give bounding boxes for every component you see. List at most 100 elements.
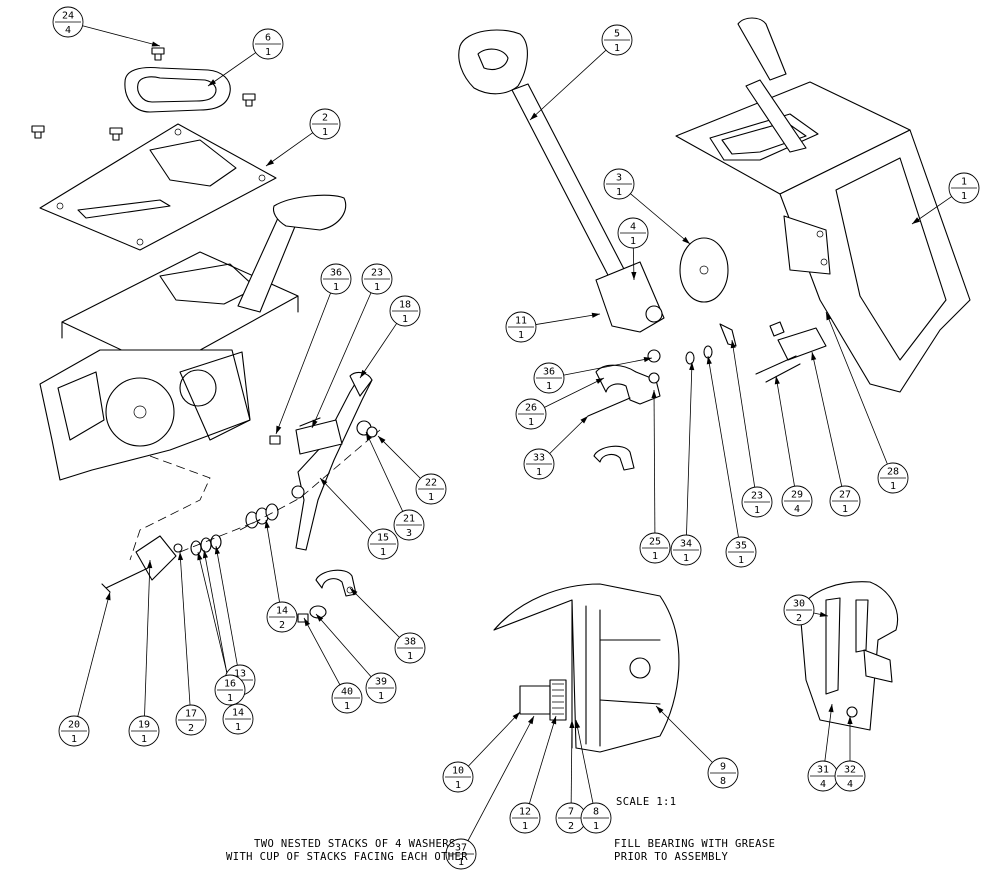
balloon-item-number: 23 — [371, 268, 383, 279]
balloon-item-number: 17 — [185, 709, 197, 720]
item-balloon: 21 — [309, 108, 341, 140]
item-balloon: 161 — [214, 674, 246, 706]
leader-line — [824, 703, 833, 762]
balloon-item-number: 32 — [844, 765, 856, 776]
item-balloon: 244 — [52, 6, 84, 38]
pivot-block-part — [101, 535, 177, 593]
leader-line — [377, 435, 421, 479]
balloon-quantity: 1 — [378, 691, 384, 702]
item-balloons: 2446121361231181221213151142132161172141… — [52, 6, 980, 870]
balloon-quantity: 1 — [374, 282, 380, 293]
balloon-item-number: 12 — [519, 807, 531, 818]
gate-gasket-part — [124, 66, 231, 113]
scale-note: SCALE 1:1 — [616, 796, 677, 808]
leader-arrowhead — [202, 550, 209, 559]
leader-arrowhead — [706, 356, 712, 365]
balloon-item-number: 40 — [341, 687, 353, 698]
leader-arrowhead — [656, 706, 664, 714]
balloon-item-number: 25 — [649, 537, 661, 548]
balloon-quantity: 1 — [616, 187, 622, 198]
balloon-item-number: 15 — [377, 533, 389, 544]
leader-arrowhead — [208, 79, 217, 86]
balloon-item-number: 3 — [616, 173, 622, 184]
balloon-item-number: 7 — [568, 807, 574, 818]
balloon-item-number: 20 — [68, 720, 80, 731]
balloon-item-number: 4 — [630, 222, 636, 233]
balloon-item-number: 31 — [817, 765, 829, 776]
balloon-quantity: 1 — [455, 780, 461, 791]
leader-line — [630, 193, 691, 245]
leader-arrowhead — [551, 716, 557, 725]
balloon-quantity: 1 — [683, 553, 689, 564]
detent-arm-part — [587, 349, 661, 417]
leader-line — [467, 715, 535, 841]
item-balloon: 142 — [266, 601, 298, 633]
balloon-quantity: 1 — [402, 314, 408, 325]
screw-part — [31, 47, 256, 141]
item-balloon: 302 — [783, 594, 815, 626]
leader-arrowhead — [774, 376, 780, 385]
balloon-item-number: 27 — [839, 490, 851, 501]
leader-arrowhead — [197, 552, 203, 561]
item-balloon: 172 — [175, 704, 207, 736]
leader-arrowhead — [595, 378, 604, 384]
balloon-item-number: 35 — [735, 541, 747, 552]
leader-line — [549, 415, 589, 454]
balloon-item-number: 21 — [403, 514, 415, 525]
item-balloon: 314 — [807, 760, 839, 792]
leader-arrowhead — [730, 340, 736, 349]
balloon-item-number: 13 — [234, 669, 246, 680]
leader-arrowhead — [847, 716, 853, 724]
leader-line — [686, 361, 693, 536]
leader-line — [359, 323, 397, 379]
balloon-item-number: 37 — [455, 843, 467, 854]
balloon-item-number: 39 — [375, 677, 387, 688]
leader-arrowhead — [527, 716, 534, 725]
balloon-item-number: 5 — [614, 29, 620, 40]
balloon-item-number: 34 — [680, 539, 692, 550]
washer-note-line-2: WITH CUP OF STACKS FACING EACH OTHER — [226, 851, 468, 863]
leader-arrowhead — [569, 720, 575, 729]
balloon-quantity: 3 — [406, 528, 412, 539]
item-balloon: 361 — [320, 263, 352, 295]
balloon-quantity: 1 — [518, 330, 524, 341]
leader-line — [575, 719, 594, 804]
balloon-item-number: 26 — [525, 403, 537, 414]
balloon-item-number: 28 — [887, 467, 899, 478]
balloon-item-number: 36 — [543, 367, 555, 378]
balloon-item-number: 19 — [138, 720, 150, 731]
item-balloon: 331 — [523, 448, 555, 480]
leader-arrowhead — [826, 312, 832, 321]
balloon-quantity: 1 — [754, 505, 760, 516]
leader-arrowhead — [105, 592, 111, 601]
leader-line — [731, 339, 756, 488]
leader-line — [653, 389, 656, 534]
item-balloon: 324 — [834, 760, 866, 792]
item-balloon: 351 — [725, 536, 757, 568]
leader-arrowhead — [312, 419, 318, 428]
leader-line — [529, 49, 607, 121]
leader-arrowhead — [682, 236, 690, 244]
balloon-quantity: 1 — [536, 467, 542, 478]
leader-arrowhead — [912, 217, 921, 224]
leader-line — [468, 711, 521, 767]
balloon-quantity: 1 — [842, 504, 848, 515]
balloon-item-number: 8 — [593, 807, 599, 818]
balloon-quantity: 1 — [630, 236, 636, 247]
balloon-quantity: 1 — [458, 857, 464, 868]
balloon-item-number: 1 — [961, 177, 967, 188]
balloon-quantity: 1 — [380, 547, 386, 558]
item-balloon: 261 — [515, 398, 547, 430]
balloon-item-number: 30 — [793, 599, 805, 610]
cable-clamp-part — [593, 445, 635, 471]
balloon-item-number: 23 — [751, 491, 763, 502]
item-balloon: 281 — [877, 462, 909, 494]
bearing-section-detail — [493, 583, 680, 753]
balloon-quantity: 1 — [227, 693, 233, 704]
leader-line — [315, 613, 372, 677]
balloon-quantity: 1 — [141, 734, 147, 745]
balloon-item-number: 33 — [533, 453, 545, 464]
leader-line — [528, 715, 557, 804]
leader-arrowhead — [828, 704, 834, 713]
leader-line — [265, 519, 280, 603]
